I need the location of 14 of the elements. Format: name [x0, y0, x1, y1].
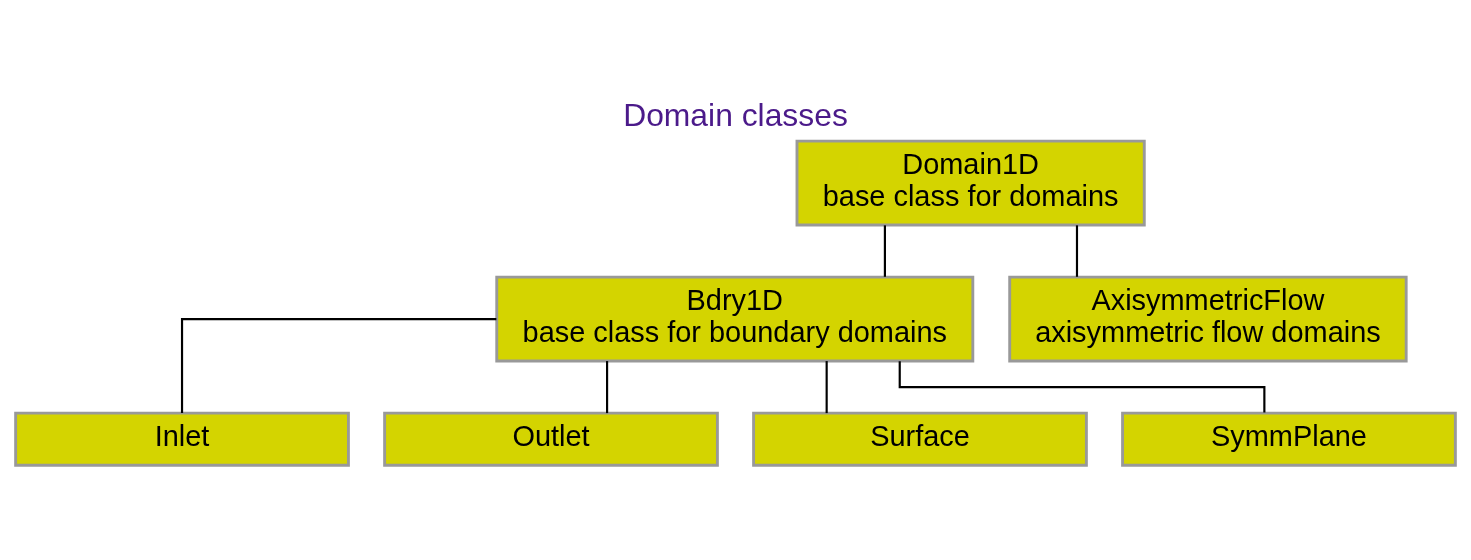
node-box: Surface — [752, 411, 1088, 467]
diagram-title: Domain classes — [623, 97, 848, 134]
node-box: Inlet — [14, 411, 350, 467]
node-box: Outlet — [383, 411, 719, 467]
connector — [606, 361, 609, 414]
connector — [883, 225, 886, 277]
node-box: SymmPlane — [1121, 411, 1457, 467]
node-box: AxisymmetricFlow axisymmetric flow domains — [1008, 275, 1408, 363]
connector — [898, 361, 1266, 413]
connector — [825, 361, 828, 414]
node-box: Domain1D base class for domains — [795, 139, 1146, 227]
connector — [180, 318, 497, 414]
node-box: Bdry1D base class for boundary domains — [495, 275, 975, 363]
connector — [1075, 225, 1079, 277]
